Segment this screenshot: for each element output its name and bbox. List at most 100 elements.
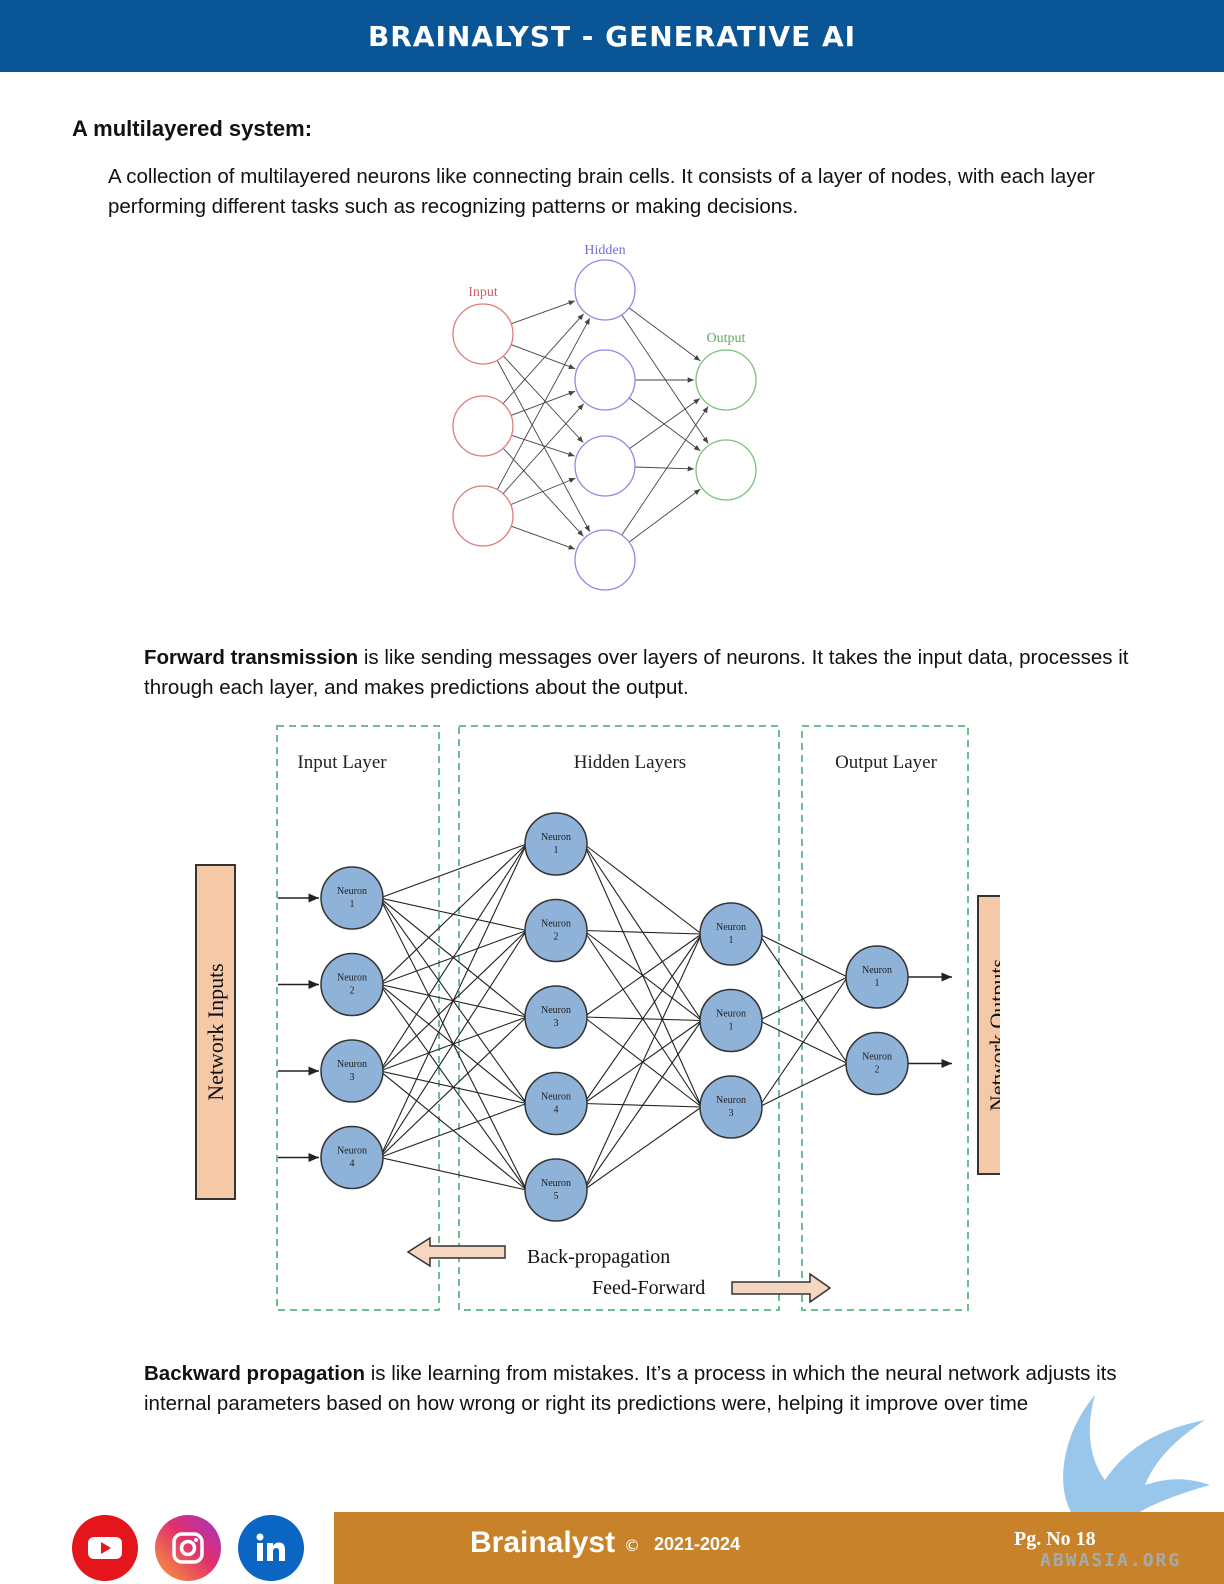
neuron-word: Neuron (337, 886, 367, 897)
connection-line (502, 403, 584, 494)
neuron-circle (699, 902, 763, 966)
connection-line (510, 390, 576, 416)
connection-line (502, 447, 584, 537)
connection-line (510, 344, 576, 370)
neuron-number: 3 (554, 1018, 559, 1029)
connection-line (496, 317, 591, 490)
hidden2-neuron: Neuron 3 (699, 1075, 763, 1139)
forward-term: Forward transmission (144, 646, 359, 669)
connection-line (379, 930, 528, 1158)
feed-forward-arrow (731, 1272, 832, 1304)
neuron-circle (845, 1031, 909, 1096)
section-title: A multilayered system: (72, 116, 313, 141)
back-propagation-label: Back-propagation (527, 1246, 670, 1268)
neuron-circle (320, 1039, 384, 1103)
connection-line (758, 1063, 848, 1108)
neuron-word: Neuron (716, 1095, 746, 1106)
neuron-word: Neuron (337, 1146, 367, 1157)
feedforward-network-diagram: Input Layer Hidden Layers Output Layer N… (195, 725, 1000, 1311)
neuron-number: 3 (729, 1108, 734, 1119)
connection-line (502, 313, 584, 404)
neuron-number: 3 (350, 1072, 355, 1083)
instagram-icon[interactable] (155, 1515, 221, 1581)
network-inputs-bar (195, 864, 236, 1200)
connection-line (583, 933, 702, 1018)
input-node (452, 303, 514, 365)
page-footer: Brainalyst © 2021-2024 Pg. No 18 (334, 1512, 1224, 1584)
connection-line (621, 406, 709, 536)
neuron-number: 1 (729, 935, 734, 946)
linkedin-icon[interactable] (238, 1515, 304, 1581)
input-node (452, 485, 514, 547)
hidden-layer-title: Hidden (584, 243, 625, 258)
neuron-word: Neuron (541, 832, 571, 843)
neuron-circle (699, 988, 763, 1053)
backward-term: Backward propagation (144, 1362, 365, 1385)
connection-line (621, 314, 709, 444)
network-inputs-label: Network Inputs (203, 963, 228, 1100)
input-neuron: Neuron 2 (320, 952, 384, 1017)
connection-line (629, 398, 701, 449)
neuron-circle (320, 952, 384, 1017)
neuron-circle (845, 945, 909, 1009)
neuron-word: Neuron (337, 1059, 367, 1070)
neuron-circle (524, 985, 588, 1049)
output-node (695, 439, 757, 501)
neuron-circle (524, 812, 588, 876)
input-node (452, 395, 514, 457)
neuron-word: Neuron (541, 1092, 571, 1103)
footer-brand: Brainalyst (470, 1526, 616, 1559)
hidden-node (574, 259, 636, 321)
neuron-number: 4 (554, 1105, 559, 1116)
copyright-symbol: © (624, 1536, 640, 1555)
hidden2-neuron: Neuron 1 (699, 902, 763, 966)
neuron-number: 4 (350, 1159, 355, 1170)
hidden1-neuron: Neuron 3 (524, 985, 588, 1049)
neuron-circle (320, 1125, 384, 1190)
neuron-word: Neuron (337, 973, 367, 984)
neuron-number: 1 (350, 899, 355, 910)
neuron-number: 1 (875, 978, 880, 989)
connection-line (379, 1102, 527, 1159)
output-layer-box (801, 725, 969, 1311)
connection-line (511, 525, 576, 550)
back-propagation-arrow (406, 1236, 506, 1268)
connection-line (379, 843, 528, 1072)
linkedin-in-icon (256, 1533, 285, 1561)
connection-line (583, 929, 702, 935)
input-layer-title: Input (468, 285, 498, 300)
simple-network-diagram: Input Hidden Output (452, 243, 757, 591)
header-title: BRAINALYST - GENERATIVE AI (367, 19, 857, 53)
hidden-layers-box (458, 725, 780, 1311)
youtube-play-icon (88, 1537, 122, 1559)
input-neuron: Neuron 3 (320, 1039, 384, 1103)
network-outputs-bar (977, 895, 1000, 1175)
neuron-word: Neuron (541, 1005, 571, 1016)
instagram-camera-icon (172, 1532, 204, 1564)
watermark-text: ABWASIA.ORG (1040, 1550, 1182, 1571)
network-outputs-label: Network Outputs (985, 959, 1000, 1111)
connection-line (628, 307, 701, 362)
output-layer-title: Output (707, 331, 746, 346)
neuron-number: 2 (350, 986, 355, 997)
connection-line (510, 477, 576, 506)
input-layer-box (276, 725, 440, 1311)
connection-line (628, 488, 701, 543)
output-layer-label: Output Layer (835, 752, 938, 773)
neuron-circle (320, 866, 384, 930)
connection-line (634, 466, 695, 472)
connection-line (583, 933, 703, 1191)
connection-line (583, 933, 703, 1104)
youtube-icon[interactable] (72, 1515, 138, 1581)
hidden-node (574, 435, 636, 497)
hidden-layers-label: Hidden Layers (574, 752, 686, 773)
output-node (695, 349, 757, 411)
neuron-word: Neuron (716, 922, 746, 933)
hidden-node (574, 349, 636, 411)
connection-line (511, 434, 575, 457)
backward-paragraph: Backward propagation is like learning fr… (144, 1359, 1164, 1419)
